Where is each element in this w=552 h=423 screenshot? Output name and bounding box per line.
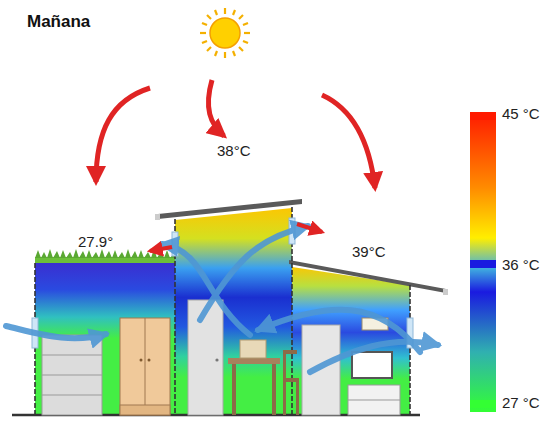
- heat-arrow: [96, 80, 375, 188]
- temperature-label: 39°C: [352, 243, 386, 260]
- legend-swatch: [470, 112, 496, 120]
- temperature-label: 27.9°: [78, 233, 113, 250]
- legend-label: 36 °C: [502, 256, 540, 273]
- gutter: [155, 214, 160, 220]
- shelf: [42, 335, 102, 415]
- tv-unit: [348, 318, 400, 415]
- roof: [289, 260, 446, 293]
- temperature-label: 38°C: [217, 142, 251, 159]
- temperature-scale-bar: [470, 112, 496, 412]
- legend-swatch: [470, 400, 496, 408]
- table: [228, 340, 299, 415]
- sun-icon: [200, 8, 250, 58]
- wardrobe: [120, 318, 170, 415]
- legend-label: 45 °C: [502, 105, 540, 122]
- roof: [158, 199, 302, 219]
- gutter: [443, 289, 448, 295]
- heat-exit-arrow: [150, 224, 322, 251]
- door: [302, 325, 340, 415]
- door: [188, 300, 223, 415]
- title: Mañana: [27, 12, 90, 32]
- legend-swatch: [470, 260, 496, 268]
- airflow-arrow: [6, 226, 438, 372]
- legend-label: 27 °C: [502, 394, 540, 411]
